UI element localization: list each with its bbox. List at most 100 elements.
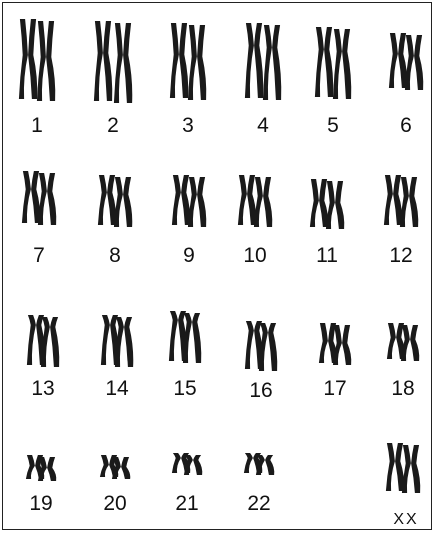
chromosome-pair-5 [315,27,351,99]
label-chromosome-21: 21 [175,493,198,514]
chromatid [192,313,201,363]
chromatid [100,455,109,477]
label-chromosome-15: 15 [173,378,196,399]
chromosome-pair-23 [386,443,420,493]
chromosome-pair-4 [245,23,281,100]
chromatid [268,323,277,371]
chromosome-pair-20 [100,455,130,479]
label-sex-chromosomes: XX [393,512,418,528]
chromatid [342,325,351,365]
chromatid [123,177,132,227]
label-chromosome-1: 1 [31,115,43,136]
chromatid [414,35,423,90]
label-chromosome-2: 2 [107,115,119,136]
chromatid [402,445,411,493]
chromatid [26,455,35,479]
chromatid [263,177,272,227]
chromosome-pair-13 [27,315,59,367]
chromatid [47,457,56,481]
chromosome-pair-12 [384,175,418,227]
chromatid [114,177,123,227]
label-chromosome-11: 11 [316,245,338,266]
chromosome-pair-8 [98,175,132,227]
chromosome-pair-18 [387,323,419,361]
chromatid [335,181,344,229]
chromosome-pair-7 [22,171,56,225]
chromatid [263,25,272,100]
label-chromosome-6: 6 [400,115,412,136]
chromatid [244,453,253,473]
chromatid [326,181,335,229]
label-chromosome-19: 19 [29,493,52,514]
chromatid [405,35,414,90]
chromosome-pair-21 [172,453,202,475]
label-chromosome-5: 5 [327,115,339,136]
chromatid [245,23,254,98]
chromatid [238,175,247,225]
chromatid [245,321,254,369]
karyotype-panel: 1 2 3 4 5 6 7 8 9 10 11 12 13 14 15 16 1… [2,2,432,530]
chromatid [389,33,398,88]
chromosome-pair-22 [244,453,274,475]
chromatid [411,445,420,493]
chromatid [265,455,274,475]
chromatid [319,323,328,363]
chromatid [188,177,197,227]
chromatid [310,179,319,227]
label-chromosome-22: 22 [247,493,270,514]
chromatid [46,21,55,101]
chromatid [170,23,179,98]
chromatid [123,23,132,103]
chromatid [387,323,396,359]
chromatid [324,27,333,97]
chromatid [172,453,181,473]
label-chromosome-7: 7 [33,245,45,266]
chromatid [410,325,419,361]
chromatid [114,23,123,103]
chromatid [28,19,37,99]
chromosome-pair-10 [238,175,272,227]
chromosome-pair-17 [319,323,351,365]
chromatid [409,177,418,227]
chromosome-pair-2 [94,21,132,103]
chromosome-pair-14 [101,315,133,367]
chromatid [193,455,202,475]
chromosome-pair-19 [26,455,56,481]
chromosome-pair-3 [170,23,206,100]
chromosome-pair-15 [169,311,201,363]
chromatid [169,311,178,361]
label-chromosome-8: 8 [109,245,121,266]
label-chromosome-16: 16 [249,380,272,401]
chromatid [22,171,31,223]
label-chromosome-13: 13 [31,378,54,399]
chromatid [38,173,47,225]
chromatid [315,27,324,97]
chromatid [27,315,36,365]
chromosome-drawing [3,3,433,531]
chromatid [172,175,181,225]
chromatid [103,21,112,101]
chromatid [121,457,130,479]
chromatid [197,177,206,227]
label-chromosome-3: 3 [182,115,194,136]
chromosome-pair-1 [19,19,55,101]
chromatid [37,21,46,101]
label-chromosome-17: 17 [323,378,346,399]
chromatid [94,21,103,101]
chromatid [384,175,393,225]
chromatid [124,317,133,367]
label-chromosome-4: 4 [257,115,269,136]
chromosome-pair-11 [310,179,344,229]
chromatid [254,177,263,227]
chromatid [333,29,342,99]
chromosome-pair-6 [389,33,423,90]
chromatid [188,25,197,100]
chromatid [386,443,395,491]
chromatid [50,317,59,367]
chromatid [400,177,409,227]
chromatid [342,29,351,99]
chromatid [254,23,263,98]
label-chromosome-12: 12 [389,245,412,266]
label-chromosome-18: 18 [391,378,414,399]
label-chromosome-20: 20 [103,493,126,514]
